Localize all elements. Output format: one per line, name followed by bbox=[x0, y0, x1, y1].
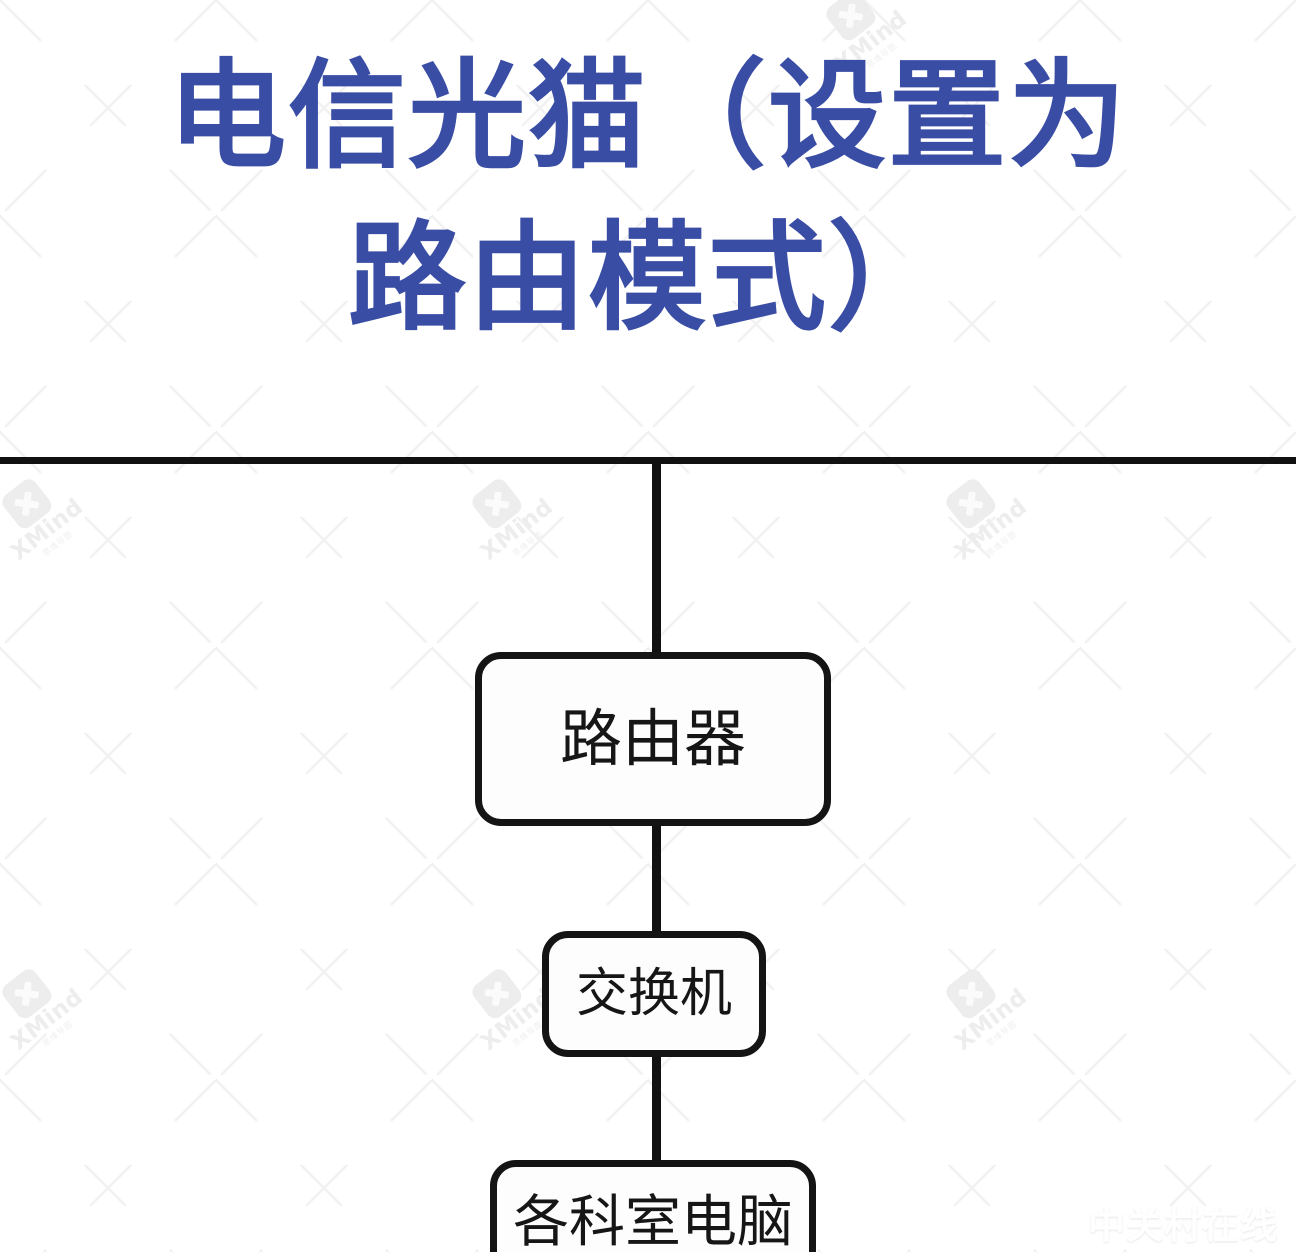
xmind-watermark-word: XMind bbox=[6, 493, 89, 566]
zol-watermark: 中关村在线 bbox=[1039, 1207, 1278, 1244]
xmind-watermark: XMind 思维导图 bbox=[0, 952, 94, 1064]
node-router[interactable]: 路由器 bbox=[475, 652, 831, 826]
node-terminal[interactable]: 各科室电脑 bbox=[490, 1160, 816, 1252]
connector-switch-to-terminal bbox=[652, 1052, 661, 1166]
xmind-watermark-word: XMind bbox=[6, 983, 89, 1056]
xmind-logo-icon bbox=[468, 965, 525, 1022]
xmind-watermark-subtitle: 思维导图 bbox=[985, 529, 1019, 559]
xmind-watermark: XMind 思维导图 bbox=[925, 952, 1038, 1064]
node-router-label: 路由器 bbox=[559, 702, 746, 775]
xmind-logo-icon bbox=[942, 475, 999, 532]
xmind-logo-icon bbox=[0, 965, 55, 1022]
xmind-logo-icon bbox=[942, 965, 999, 1022]
xmind-watermark-word: XMind bbox=[950, 493, 1033, 566]
connector-trunk-to-router bbox=[652, 457, 661, 657]
node-switch[interactable]: 交换机 bbox=[542, 931, 766, 1057]
xmind-watermark-word: XMind bbox=[950, 983, 1033, 1056]
trunk-line bbox=[0, 457, 1296, 464]
xmind-watermark: XMind 思维导图 bbox=[0, 462, 94, 574]
xmind-watermark: XMind 思维导图 bbox=[451, 462, 564, 574]
zol-logo-icon bbox=[1039, 1211, 1079, 1242]
page-title: 电信光猫（设置为 路由模式） bbox=[167, 47, 1128, 347]
xmind-watermark-subtitle: 思维导图 bbox=[41, 1019, 75, 1049]
xmind-logo-icon bbox=[468, 475, 525, 532]
xmind-watermark-word: XMind bbox=[476, 493, 559, 566]
zol-watermark-text: 中关村在线 bbox=[1088, 1204, 1278, 1247]
node-switch-label: 交换机 bbox=[575, 964, 732, 1024]
xmind-watermark-subtitle: 思维导图 bbox=[985, 1019, 1019, 1049]
connector-router-to-switch bbox=[652, 820, 661, 937]
xmind-logo-icon bbox=[0, 475, 55, 532]
xmind-watermark-subtitle: 思维导图 bbox=[511, 529, 545, 559]
xmind-watermark: XMind 思维导图 bbox=[925, 462, 1038, 574]
xmind-watermark-subtitle: 思维导图 bbox=[41, 529, 75, 559]
node-terminal-label: 各科室电脑 bbox=[513, 1190, 793, 1252]
